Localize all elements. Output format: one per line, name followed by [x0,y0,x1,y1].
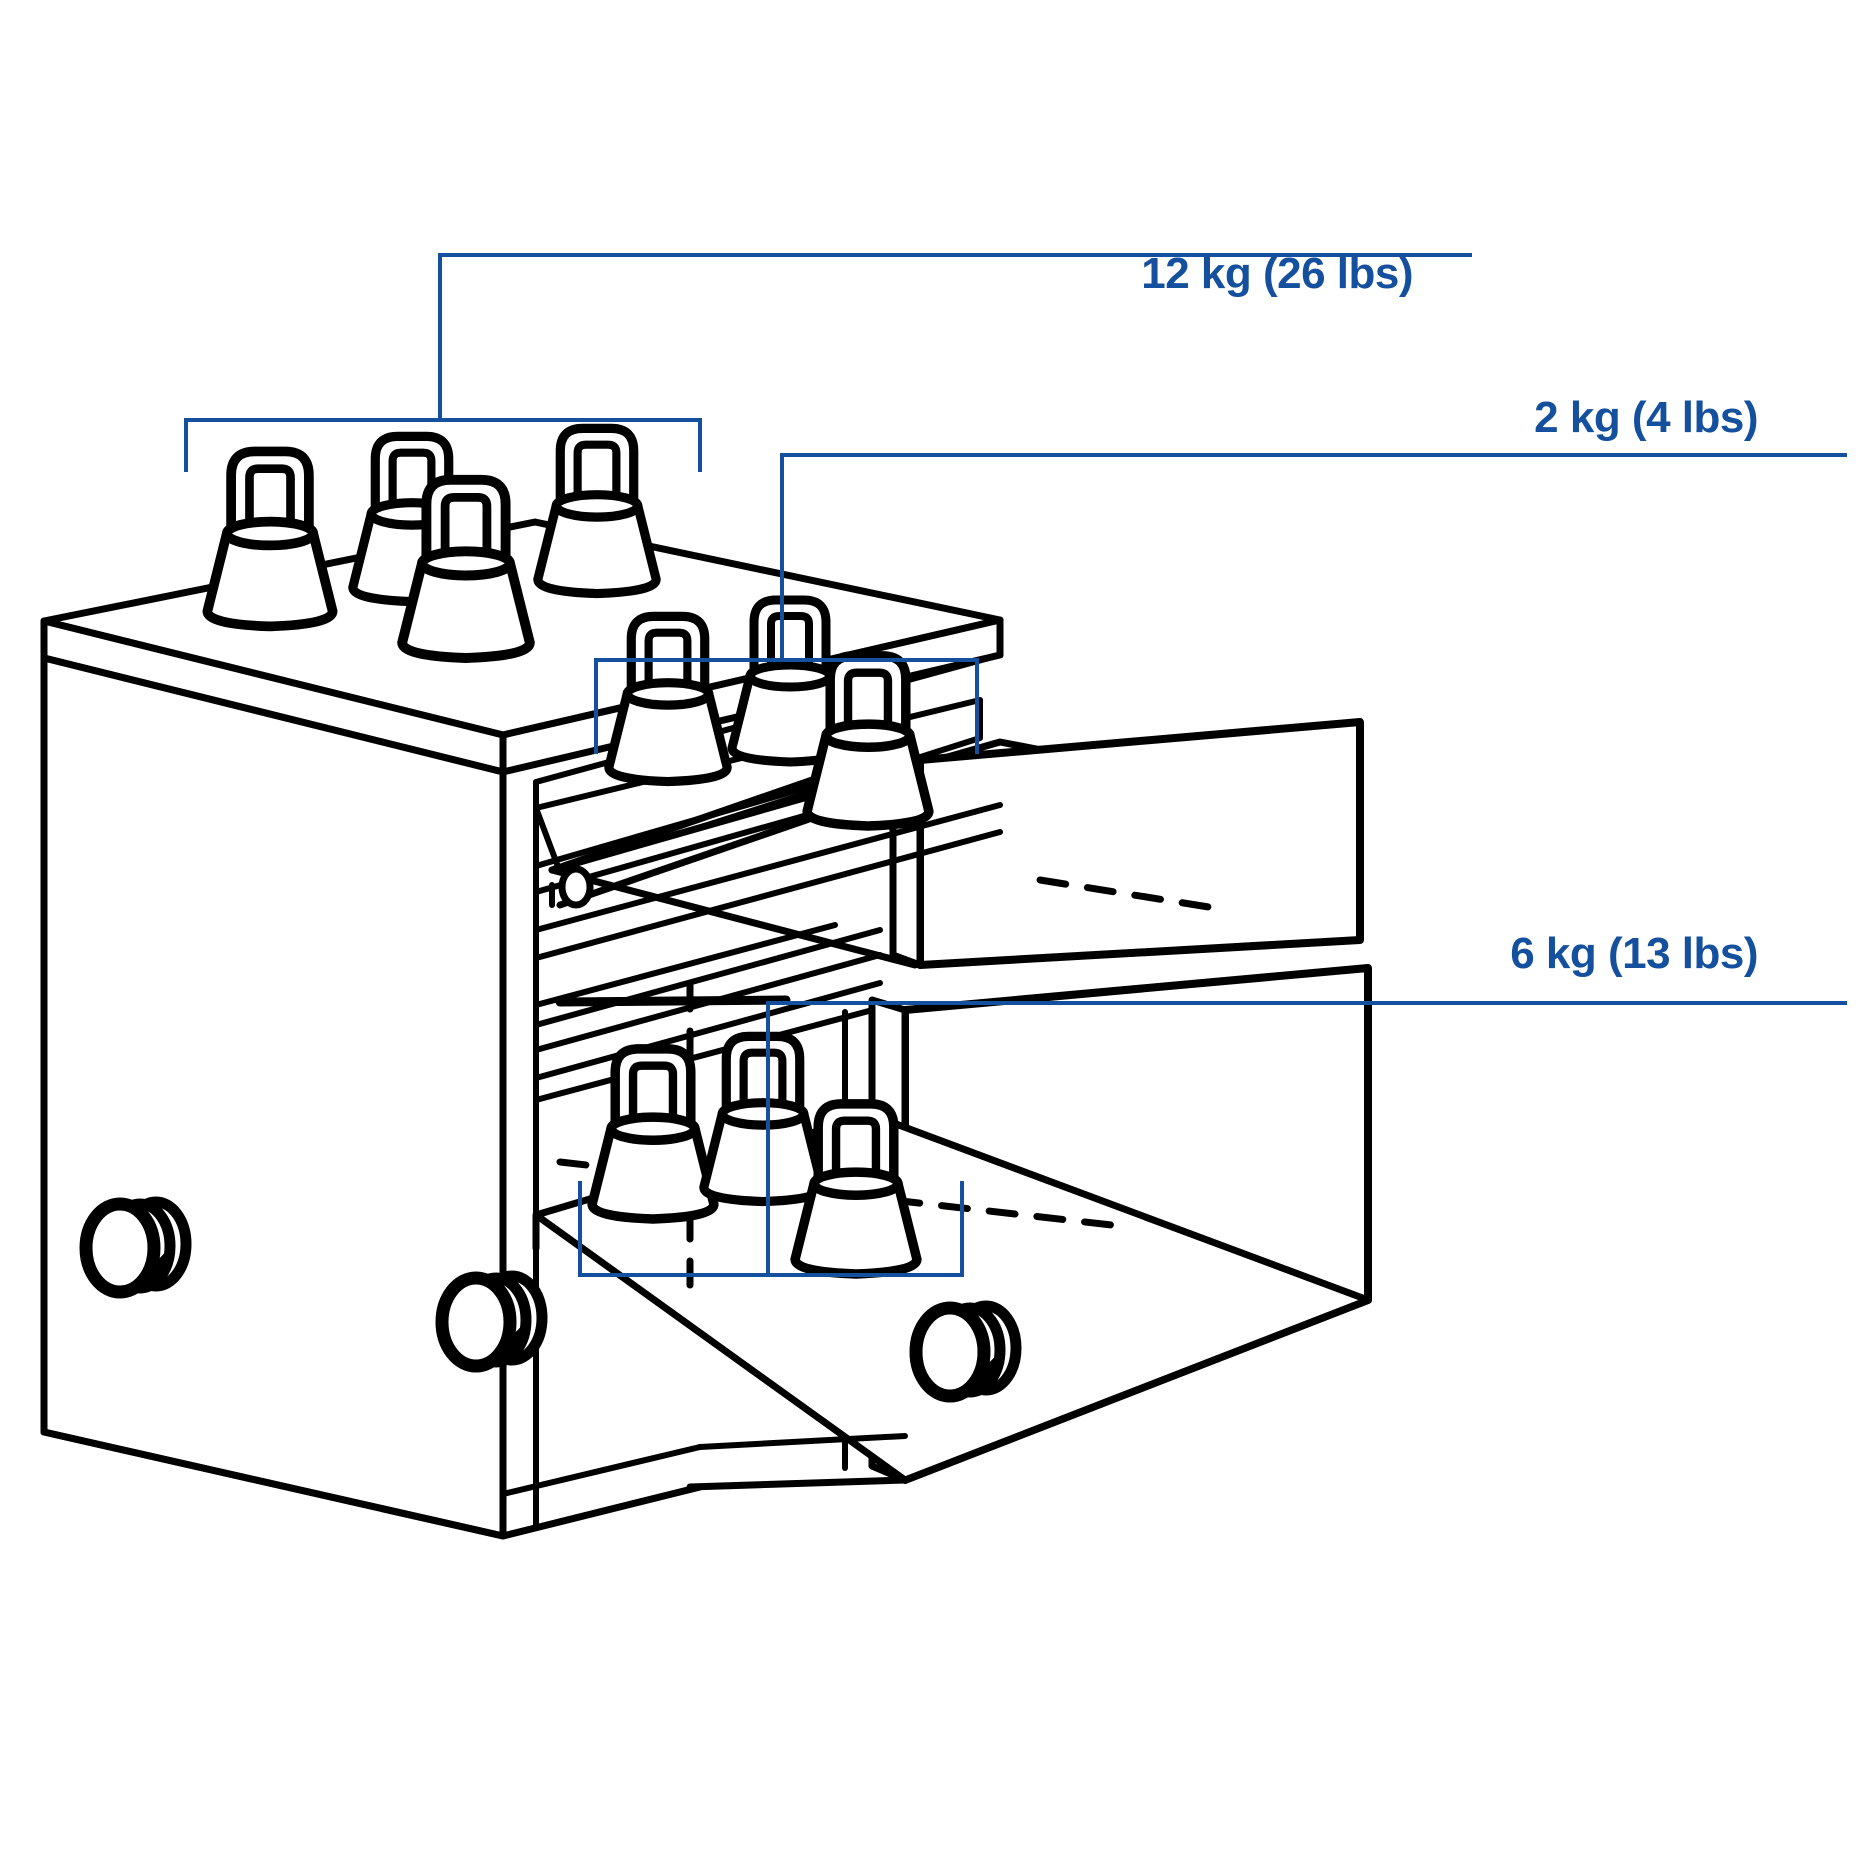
callout-leader-lower-drawer [578,1001,1847,1277]
upper-drawer-hidden-edge [1036,876,1219,912]
cabinet-bottom-rail [500,1444,703,1497]
upper-drawer-front[interactable] [916,718,1364,969]
callout-leader-lines [184,253,1847,1277]
cabinet-bottom-edge [40,1428,704,1540]
callout-label-upper-drawer: 2 kg (4 lbs) [1534,393,1758,442]
caster-front-left [442,1276,542,1366]
lower-runner-rail-d [533,980,883,1081]
lower-runner-rail-c [533,952,883,1053]
runner-rail-a [533,772,853,869]
lower-drawer-base-edge [686,1476,909,1491]
shelf-edge-b [533,829,1003,961]
runner-roller [558,865,594,909]
cabinet-left-panel [40,654,507,1540]
callout-labels: 12 kg (26 lbs) 2 kg (4 lbs) 6 kg (13 lbs… [1141,249,1758,978]
lower-runner-rail-a [533,922,838,1008]
upper-drawer[interactable] [533,697,1364,969]
caster-front-right [916,1306,1016,1396]
callout-leader-top-surface [184,253,1472,472]
callout-label-top-surface: 12 kg (26 lbs) [1141,249,1413,298]
lower-runner-rail-b [533,927,883,1028]
caster-rear-left [86,1202,186,1292]
callout-leader-upper-drawer [594,453,1847,754]
callout-label-lower-drawer: 6 kg (13 lbs) [1510,929,1758,978]
lower-runner-bar [555,995,791,1007]
lower-drawer-base-edge-inner [697,1433,908,1450]
lower-runner-rail-e [533,1005,883,1103]
shelf-edge-a [533,802,1003,933]
